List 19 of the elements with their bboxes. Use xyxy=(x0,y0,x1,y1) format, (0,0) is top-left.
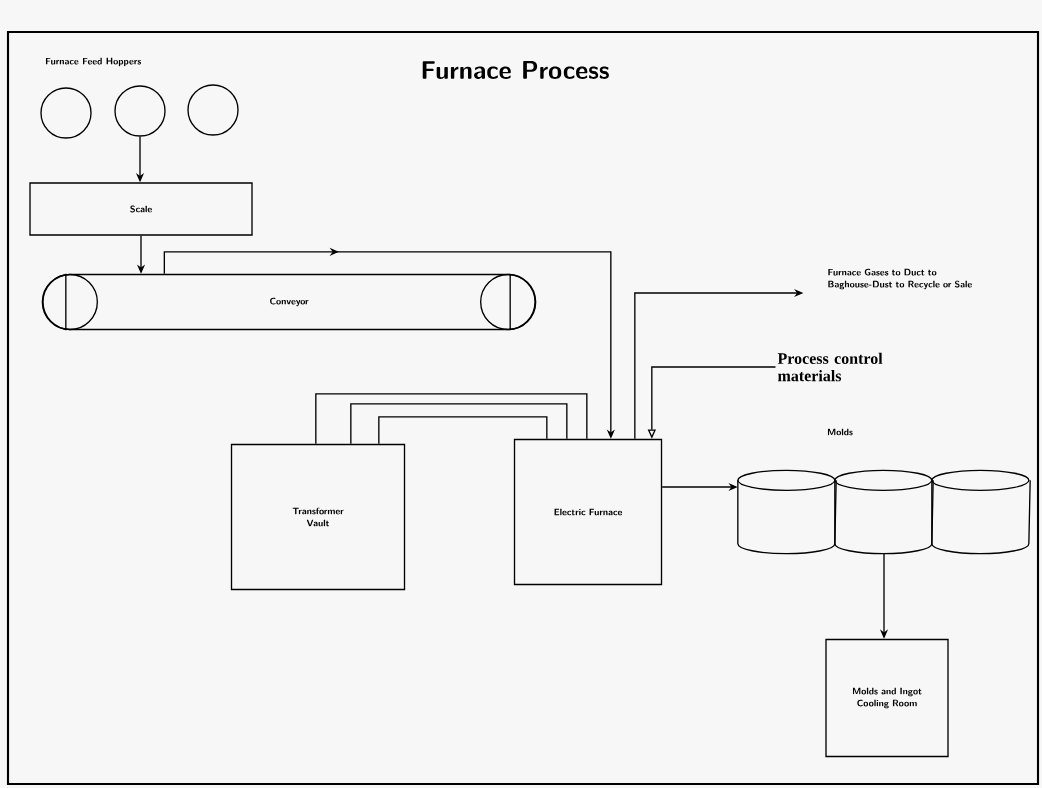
process-box: Scale xyxy=(29,182,253,236)
outlet-text: Furnace Gases to Duct to Baghouse-Dust to Recycle or Sale xyxy=(828,268,972,290)
hopper-circle xyxy=(187,84,239,136)
hopper-circle xyxy=(40,87,92,139)
cable-line xyxy=(378,416,548,445)
process-box: Molds and Ingot Cooling Room xyxy=(825,638,949,758)
input-text: Process control materials xyxy=(777,352,883,382)
hopper-circle xyxy=(114,85,166,137)
mold-cylinder xyxy=(834,469,934,555)
process-box: Electric Furnace xyxy=(513,438,663,586)
process-box: Transformer Vault xyxy=(230,443,406,591)
cable-line xyxy=(350,403,568,445)
mold-cylinder xyxy=(737,469,837,555)
group-label: Molds xyxy=(827,428,853,436)
conveyor-drawing: Conveyor xyxy=(41,273,537,331)
cable-line xyxy=(315,393,588,445)
group-label: Furnace Feed Hoppers xyxy=(46,57,141,67)
title: Furnace Process xyxy=(422,61,609,79)
mold-cylinder xyxy=(931,469,1031,555)
